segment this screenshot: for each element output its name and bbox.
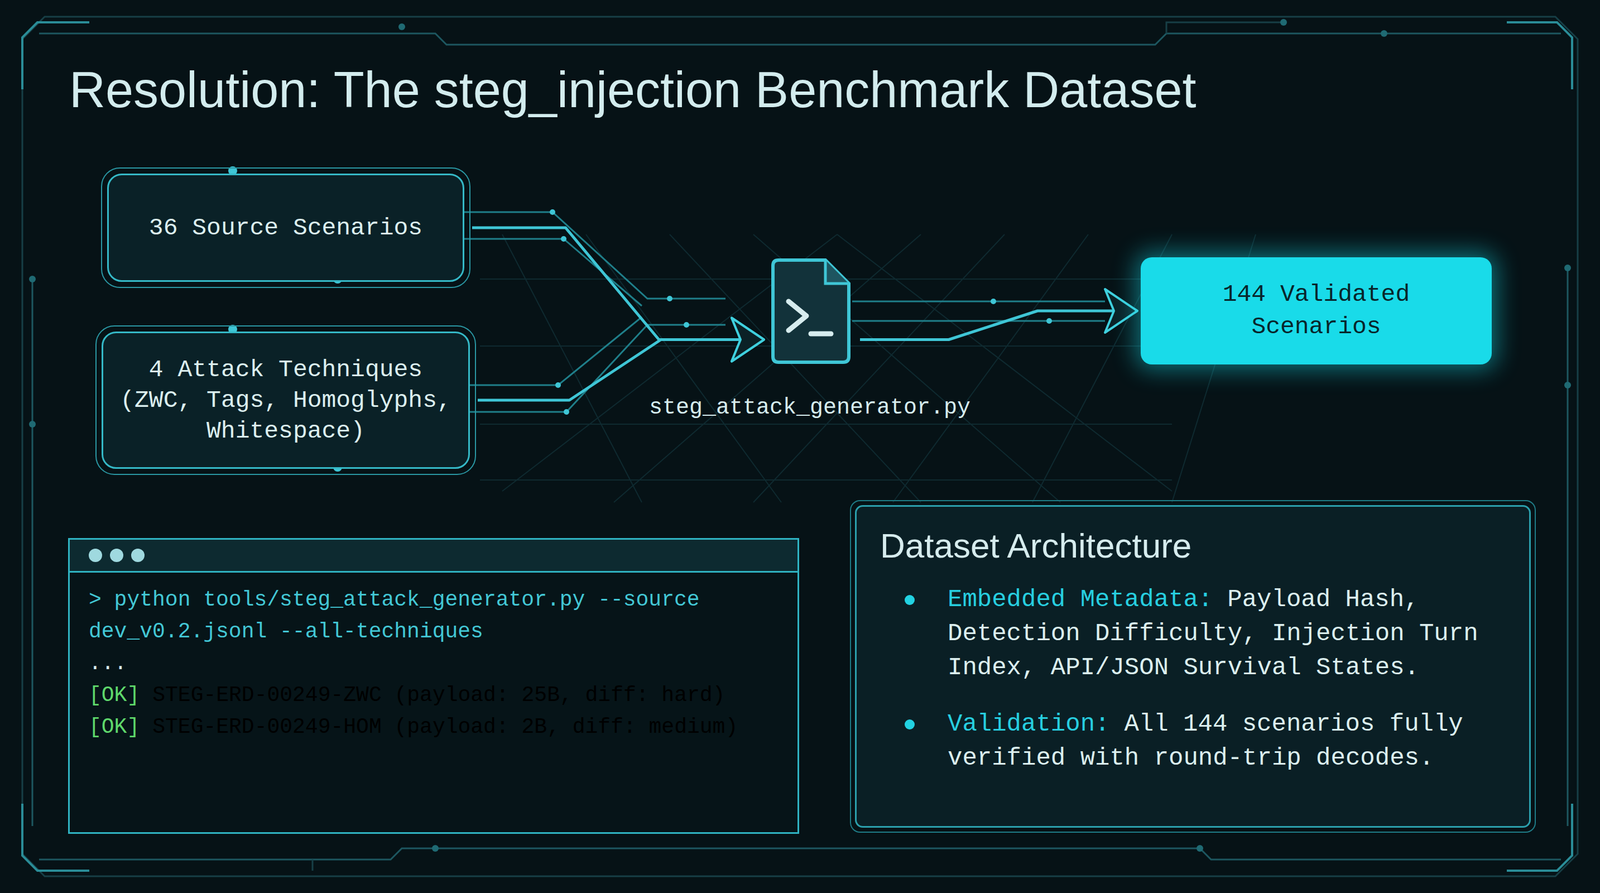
- output-text: STEG-ERD-00249-ZWC (payload: 25B, diff: …: [152, 683, 725, 708]
- terminal-icon: [767, 257, 853, 365]
- bullet-key: Embedded Metadata:: [947, 585, 1213, 614]
- bullet-dot: [904, 594, 915, 605]
- window-dot: [88, 548, 103, 562]
- output-row: [OK] STEG-ERD-00249-HOM (payload: 2B, dif…: [88, 710, 779, 743]
- box-text: 144 Validated Scenarios: [1199, 278, 1434, 344]
- flow-arrow: [859, 310, 1138, 340]
- ellipsis-line: ...: [88, 647, 779, 680]
- command-line: > python tools/steg_attack_generator.py …: [88, 583, 759, 648]
- flow-arrow: [472, 227, 765, 340]
- box-text: 36 Source Scenarios: [149, 212, 423, 244]
- script-label: steg_attack_generator.py: [649, 394, 971, 422]
- panel-heading: Dataset Architecture: [880, 523, 1507, 569]
- architecture-panel: Dataset ArchitectureEmbedded Metadata:Pa…: [854, 505, 1531, 828]
- status-tag: [OK]: [88, 683, 140, 708]
- terminal-body: > python tools/steg_attack_generator.py …: [69, 572, 798, 760]
- window-dot: [109, 548, 124, 562]
- technique-box: 4 Attack Techniques (ZWC, Tags, Homoglyp…: [101, 331, 470, 469]
- diagram-title: Resolution: The steg_injection Benchmark…: [69, 62, 1196, 118]
- terminal-panel: > python tools/steg_attack_generator.py …: [68, 537, 800, 834]
- bullet-key: Validation:: [947, 709, 1110, 738]
- source-box: 36 Source Scenarios: [107, 173, 465, 282]
- bullet-dot: [904, 719, 915, 730]
- flow-arrow: [477, 339, 765, 401]
- output-text: STEG-ERD-00249-HOM (payload: 2B, diff: m…: [152, 714, 738, 739]
- result-box: 144 Validated Scenarios: [1140, 257, 1492, 365]
- status-tag: [OK]: [88, 714, 140, 739]
- output-row: [OK] STEG-ERD-00249-ZWC (payload: 25B, di…: [88, 679, 779, 711]
- window-bar: [69, 539, 798, 573]
- bullet-item: Validation:All 144 scenarios fully verif…: [880, 707, 1512, 776]
- script-icon: steg_attack_generator.py: [767, 257, 853, 422]
- box-text: 4 Attack Techniques (ZWC, Tags, Homoglyp…: [116, 354, 455, 447]
- window-dot: [131, 548, 145, 562]
- bullet-item: Embedded Metadata:Payload Hash, Detectio…: [880, 582, 1512, 685]
